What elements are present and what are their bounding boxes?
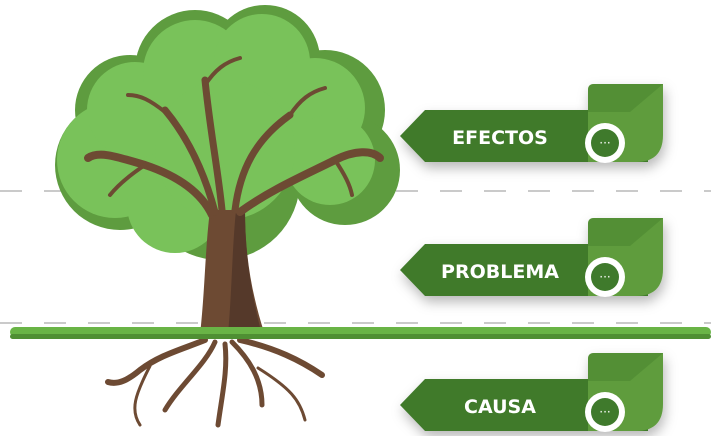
- tag-label-problema: PROBLEMA: [441, 261, 559, 283]
- chat-bubble-glyph: ···: [599, 405, 610, 419]
- tag-problema[interactable]: PROBLEMA ···: [400, 218, 663, 297]
- tag-efectos[interactable]: EFECTOS ···: [400, 84, 663, 163]
- chat-bubble-icon: ···: [585, 257, 625, 297]
- chat-bubble-icon: ···: [585, 123, 625, 163]
- tag-label-causa: CAUSA: [464, 396, 536, 418]
- chat-bubble-glyph: ···: [599, 136, 610, 150]
- tree-trunk: [84, 56, 384, 335]
- tree-foliage: [55, 5, 400, 260]
- chat-bubble-glyph: ···: [599, 270, 610, 284]
- chat-bubble-icon: ···: [585, 392, 625, 432]
- tree-roots: [105, 337, 325, 428]
- tag-label-efectos: EFECTOS: [452, 127, 548, 149]
- tag-causa[interactable]: CAUSA ···: [400, 353, 663, 432]
- ground-line-shade: [10, 334, 711, 339]
